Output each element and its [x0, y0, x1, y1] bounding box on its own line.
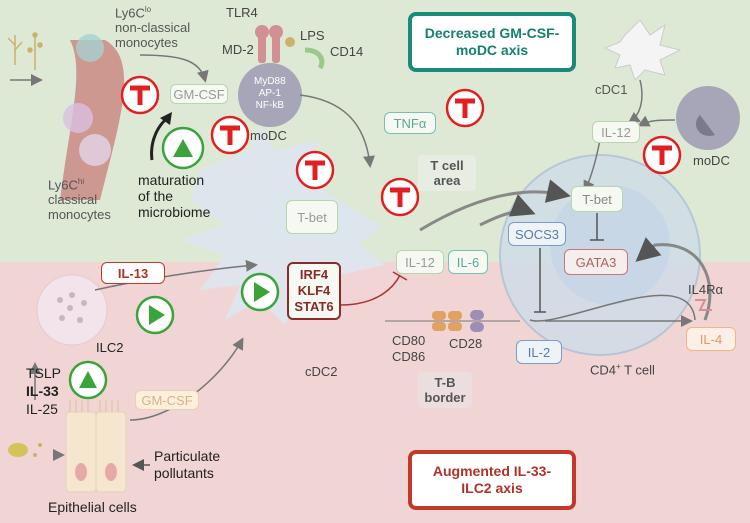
il4-box: IL-4: [686, 327, 736, 351]
inhibit-icon-modc: [210, 115, 250, 155]
tb-border-label: T-B border: [418, 372, 472, 408]
classical-line3: monocytes: [48, 207, 111, 223]
inhibit-icon-tcell: [380, 177, 420, 217]
inhibit-icon-right-modc: [642, 135, 682, 175]
allergen-mite-icon: [8, 443, 42, 457]
bottom-axis-line1: Augmented IL-33-: [432, 463, 552, 479]
dc2-klf4: KLF4: [297, 283, 331, 298]
pollutants-label: Particulate pollutants: [154, 448, 220, 482]
tlr4-receptor-icon: [255, 25, 325, 70]
modc-ap1: AP-1: [258, 88, 281, 99]
cd80-cd86-icon: [432, 311, 462, 331]
epithelial-cells-icon: [65, 400, 127, 493]
activate-icon-alarmins: [68, 360, 108, 400]
tcell-sup: +: [616, 362, 621, 371]
tslp-label: TSLP: [26, 365, 62, 381]
cd28-label: CD28: [449, 336, 483, 351]
cdc1-cell: [603, 19, 682, 81]
il12-box: IL-12: [396, 250, 444, 274]
modc-label: moDC: [250, 128, 287, 143]
nonclassical-label: Ly6Clo non-classical monocytes: [115, 2, 190, 50]
allergen-plant-icon: [7, 32, 43, 70]
alarmins-label: TSLP IL-33 IL-25: [26, 364, 61, 418]
inhibit-icon-tnfa: [445, 88, 485, 128]
microbiome-label: maturation of the microbiome: [138, 172, 210, 220]
dc2-tbet-box: T-bet: [286, 200, 338, 234]
il2-box: IL-2: [516, 340, 562, 364]
gmcsf-bottom-box: GM-CSF: [135, 390, 199, 410]
il4ra-label: IL4Rα: [688, 282, 723, 297]
tcell-area-line2: area: [433, 173, 461, 188]
tcell-tcell: T cell: [620, 362, 655, 378]
gata3-box: GATA3: [564, 249, 628, 275]
tcell-label: CD4+ T cell: [590, 359, 655, 377]
bottom-axis-line2: ILC2 axis: [461, 480, 523, 496]
gmcsf-top-box: GM-CSF: [170, 84, 228, 104]
dc2-tf-box: IRF4 KLF4 STAT6: [287, 262, 341, 320]
nonclassical-monocyte: [76, 34, 104, 62]
modc-cell: [238, 63, 302, 127]
il12-right-box: IL-12: [592, 121, 640, 143]
classical-monocyte: [63, 103, 93, 133]
cd14-label: CD14: [330, 44, 364, 59]
classical-line2: classical: [48, 192, 98, 208]
tcell-tbet-box: T-bet: [571, 186, 623, 212]
cdc1-label: cDC1: [595, 82, 628, 97]
modc-right-label: moDC: [693, 153, 730, 168]
nonclassical-sup: lo: [144, 5, 152, 14]
classical-monocyte-2: [79, 134, 111, 166]
tlr4-label: TLR4: [226, 5, 258, 20]
il6-box: IL-6: [448, 250, 488, 274]
dc2-stat6: STAT6: [294, 299, 334, 314]
lps-label: LPS: [300, 28, 325, 43]
top-axis-box: Decreased GM-CSF-moDC axis: [408, 12, 576, 72]
cd86-label: CD86: [392, 349, 426, 364]
tb-border-line1: T-B: [434, 375, 456, 390]
cd28-icon: [470, 310, 484, 332]
t-cell-nucleus: [550, 185, 670, 305]
inhibit-icon-gmcsf: [120, 75, 160, 115]
cdc2-cell: [180, 125, 385, 325]
ilc2-label: ILC2: [96, 340, 124, 355]
il4-receptor-icon: [695, 299, 712, 311]
tb-border-line2: border: [424, 390, 466, 405]
modc-nfkb: NF-kB: [255, 100, 285, 111]
cd80-label: CD80: [392, 333, 426, 348]
activate-icon-cdc2: [240, 272, 280, 312]
modc-right-cell: [676, 86, 740, 150]
classical-sup: hi: [77, 177, 85, 186]
tnfa-box: TNFα: [384, 112, 436, 134]
classical-label: Ly6Chi classical monocytes: [48, 174, 111, 222]
tcell-area-line1: T cell: [430, 158, 464, 173]
pollutants-line2: pollutants: [154, 465, 214, 481]
pollutants-line1: Particulate: [154, 448, 221, 464]
nonclassical-line2: non-classical: [115, 20, 191, 36]
il25-label: IL-25: [26, 401, 58, 417]
tcell-cd4: CD4: [590, 362, 617, 378]
microbiome-line3: microbiome: [138, 204, 211, 220]
tcell-area-label: T cell area: [418, 155, 476, 191]
activate-icon-ilc2: [135, 295, 175, 335]
modc-pathway-text: MyD88 AP-1 NF-kB: [254, 76, 286, 112]
epithelial-label: Epithelial cells: [48, 499, 137, 515]
cdc2-label: cDC2: [305, 364, 338, 379]
classical-ly6c: Ly6C: [48, 177, 78, 193]
top-axis-line1: Decreased GM-CSF-: [424, 25, 560, 41]
bottom-axis-box: Augmented IL-33-ILC2 axis: [408, 450, 576, 510]
microbiome-line1: maturation: [138, 172, 205, 188]
nonclassical-ly6c: Ly6C: [115, 5, 145, 21]
socs3-box: SOCS3: [508, 222, 566, 246]
il33-label: IL-33: [26, 383, 59, 399]
nonclassical-line3: monocytes: [115, 35, 178, 51]
md2-label: MD-2: [222, 42, 254, 57]
inhibit-icon-center: [295, 150, 335, 190]
il13-box: IL-13: [101, 262, 165, 284]
modc-myd88: MyD88: [254, 76, 286, 87]
dc2-irf4: IRF4: [299, 267, 329, 282]
activate-icon-microbiome: [161, 126, 205, 170]
microbiome-line2: of the: [138, 188, 174, 204]
top-axis-line2: moDC axis: [455, 42, 529, 58]
